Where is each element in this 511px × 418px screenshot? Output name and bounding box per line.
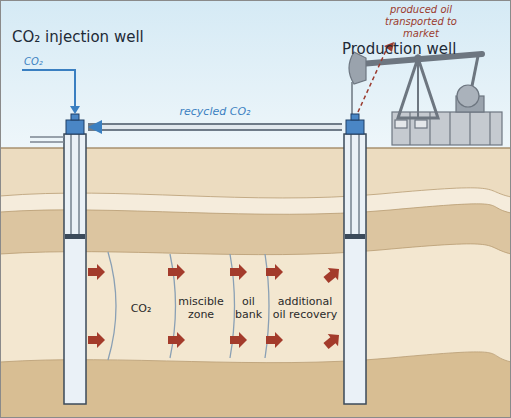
wellhead-valve [66,120,84,134]
injection-well-casing [71,134,72,236]
zone-boundary [108,252,269,360]
production-well-casing [344,134,366,404]
flow-arrow [88,263,344,352]
well-heading: Production well [342,40,456,58]
pump-jack [457,85,479,107]
zone-label: miscible zone [174,295,228,321]
flow-arrow [168,264,185,280]
pipeline-bore [102,125,342,129]
injection-well-casing [64,134,86,404]
well-heading: CO₂ injection well [12,28,144,46]
oil-transport-note: produced oil transported to market [384,4,458,40]
pump-jack [395,120,407,128]
injection-well: CO₂ injection well [62,118,88,404]
wellhead-valve [346,120,364,134]
flow-arrow [88,264,105,280]
pump-jack [417,58,419,118]
zone-label: additional oil recovery [270,295,340,321]
co2-supply-line [22,70,80,114]
flow-arrow [88,332,105,348]
injection-well-casing [30,136,64,138]
injection-well-casing [79,134,80,236]
production-well-casing [344,134,366,404]
injection-well-casing [30,134,86,404]
production-well-casing [359,134,360,236]
zone-label: CO₂ [131,302,152,315]
flow-arrow [230,332,247,348]
wellhead-valve [71,114,79,120]
pump-jack [449,112,450,145]
pump-jack [398,58,438,118]
sky [0,0,511,148]
injection-well-casing [30,141,64,143]
co2-zone: CO₂ [115,262,167,354]
co2-supply-line [70,106,80,114]
co2-input-label: CO₂ [24,56,43,67]
production-well: Production well [342,118,368,404]
flow-arrow [321,263,344,286]
recycle-pipeline [88,123,342,131]
flow-arrow [266,264,283,280]
pump-jack [415,120,427,128]
pump-jack [469,112,470,145]
oil-bank-zone: oil bank [233,262,264,354]
production-well-casing [345,234,365,239]
injection-well-casing [65,234,85,239]
pump-jack [349,52,502,145]
pipeline-group [88,127,342,128]
pump-jack [489,112,490,145]
production-well-casing [351,134,352,236]
flow-arrow [168,332,185,348]
co2-supply-line [22,70,75,108]
zone-boundary [108,252,116,360]
flow-arrow [266,332,283,348]
recovery-zone: additional oil recovery [270,262,340,354]
wellhead-valve [351,114,359,120]
flow-arrow [321,329,344,352]
flow-arrow [230,264,247,280]
miscible-zone: miscible zone [174,262,228,354]
zone-label: oil bank [233,295,264,321]
pipeline-label: recycled CO₂ [180,105,251,118]
